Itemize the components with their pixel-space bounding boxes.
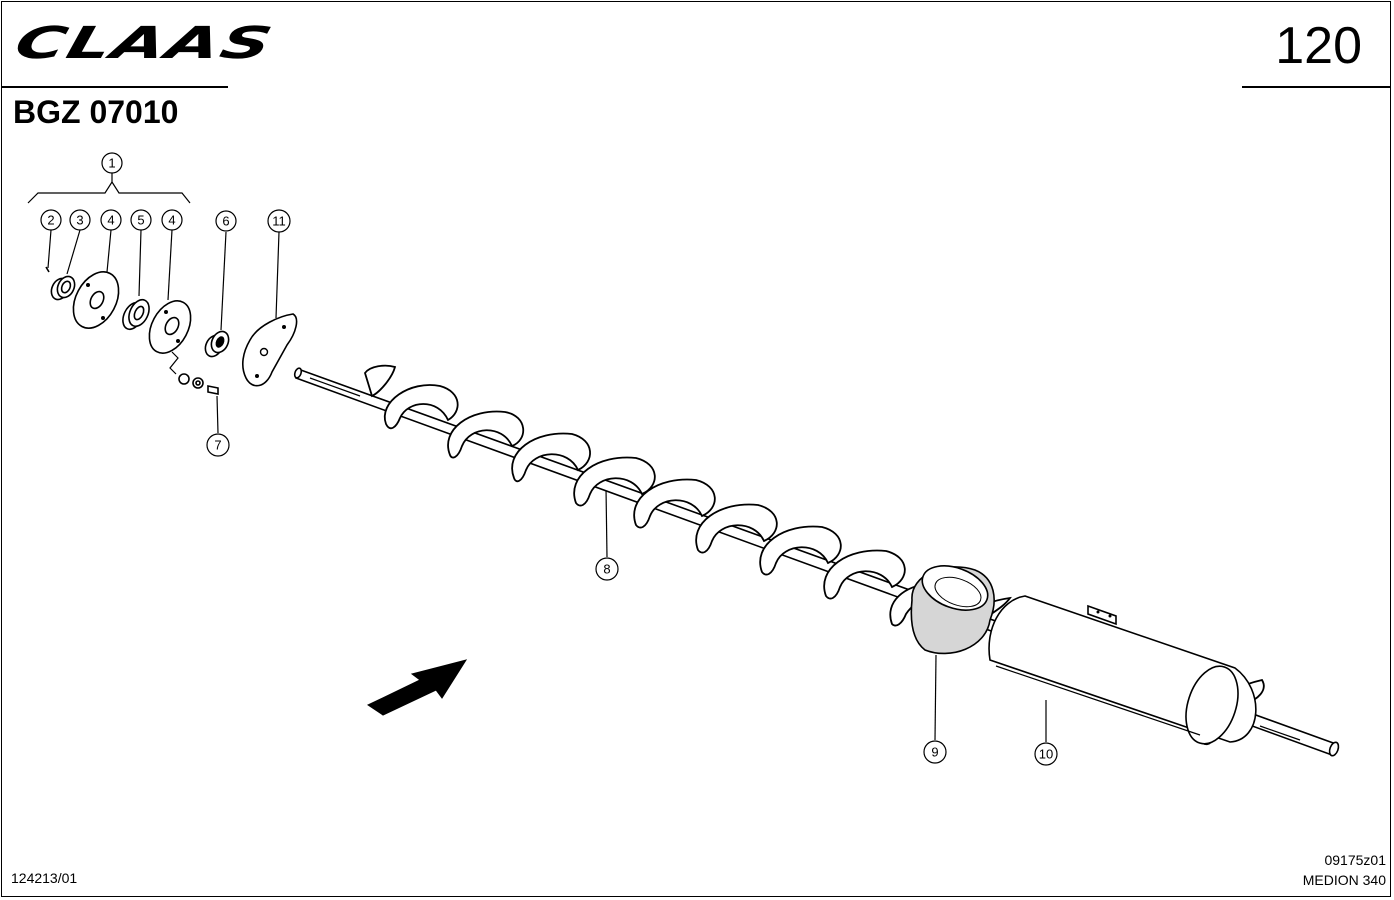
svg-text:4: 4 (107, 213, 114, 228)
leader-11 (275, 231, 280, 319)
leader-2 (47, 229, 52, 269)
footer-info: 09175z01 MEDION 340 (1303, 850, 1386, 890)
callout-9: 9 (923, 740, 947, 764)
bearing-part-5 (122, 298, 150, 331)
sleeve-part-3 (50, 275, 76, 301)
svg-text:9: 9 (931, 745, 938, 760)
svg-text:5: 5 (137, 213, 144, 228)
callout-4b: 4 (161, 209, 183, 231)
callout-11: 11 (267, 209, 291, 233)
svg-text:3: 3 (76, 213, 83, 228)
leader-9 (934, 654, 937, 741)
page-number-rule (1242, 86, 1390, 88)
svg-text:6: 6 (222, 214, 229, 229)
leader-4a (106, 229, 112, 273)
svg-text:2: 2 (47, 213, 54, 228)
ring-part-9 (910, 565, 995, 655)
svg-text:4: 4 (168, 213, 175, 228)
page-number: 120 (1275, 17, 1362, 75)
leader-4b (167, 229, 173, 301)
svg-text:11: 11 (272, 214, 286, 229)
leader-7 (216, 395, 219, 434)
direction-arrow (366, 659, 468, 716)
leader-8 (605, 487, 608, 558)
svg-text:1: 1 (108, 156, 115, 171)
cover-plate-part-11 (241, 313, 298, 387)
callout-10: 10 (1034, 742, 1058, 766)
callout-7: 7 (206, 433, 230, 457)
group-bracket (27, 180, 191, 204)
leader-3 (66, 229, 81, 275)
callout-5: 5 (130, 209, 152, 231)
callout-3: 3 (69, 209, 91, 231)
logo-rule (2, 86, 228, 88)
pin-part-2 (45, 266, 50, 273)
svg-text:10: 10 (1039, 747, 1053, 762)
drawing-reference: 09175z01 (1324, 852, 1386, 868)
callout-2: 2 (40, 209, 62, 231)
leader-5 (138, 229, 142, 297)
machine-model: MEDION 340 (1302, 872, 1386, 888)
leader-6 (220, 231, 227, 331)
callout-1: 1 (101, 152, 123, 174)
document-code: BGZ 07010 (13, 94, 179, 130)
callout-4a: 4 (100, 209, 122, 231)
flange-plate-part-4a (72, 271, 120, 329)
callout-8: 8 (595, 557, 619, 581)
svg-text:7: 7 (214, 438, 221, 453)
collar-part-6 (204, 330, 230, 358)
svg-text:8: 8 (603, 562, 610, 577)
washer-set (169, 351, 219, 395)
callout-6: 6 (215, 210, 237, 232)
flange-plate-part-4b (148, 300, 192, 354)
footer-code: 124213/01 (11, 870, 78, 886)
tube-part-10 (988, 595, 1257, 745)
